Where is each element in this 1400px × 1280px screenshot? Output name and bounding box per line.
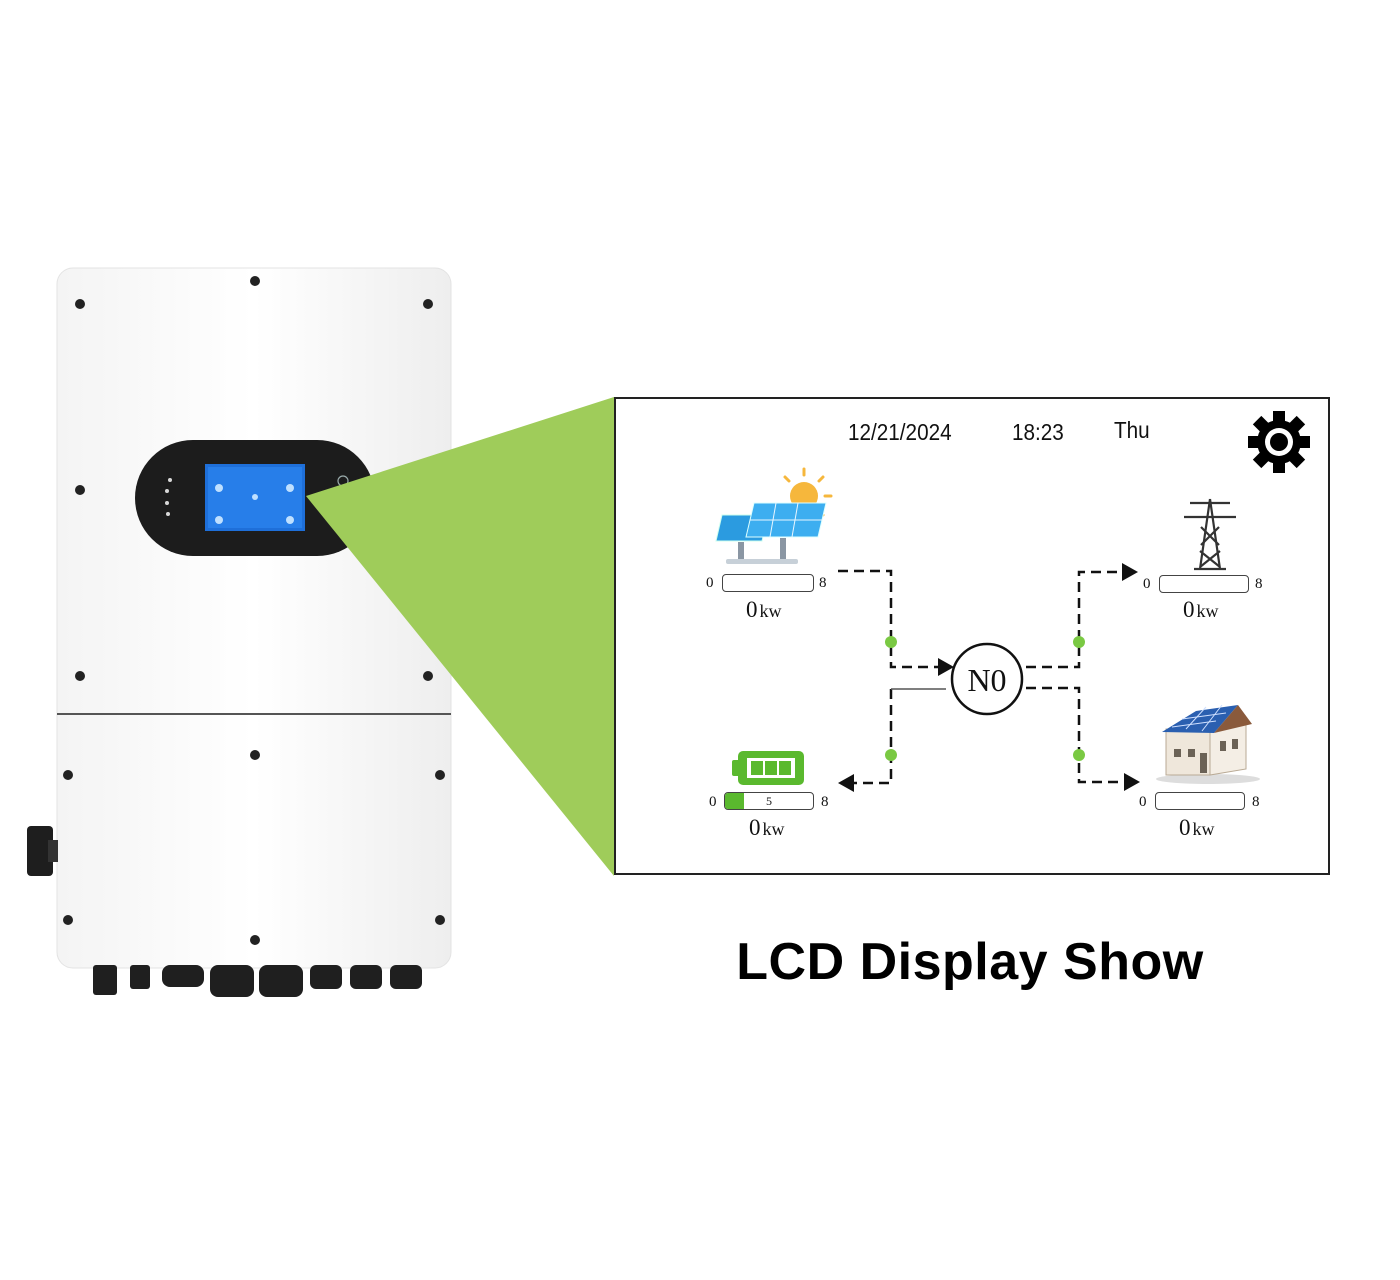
- grid-power-unit: kw: [1196, 601, 1219, 621]
- grid-tower-icon: [1184, 498, 1236, 571]
- inverter-device: [27, 267, 452, 997]
- caption-title: LCD Display Show: [736, 933, 1204, 991]
- battery-icon: [732, 751, 804, 785]
- grid-scale-min: 0: [1143, 576, 1151, 592]
- time-label: 18:23: [1012, 419, 1064, 445]
- battery-scale-max: 8: [821, 794, 829, 810]
- home-power-unit: kw: [1192, 819, 1215, 839]
- flow-node-dots: [885, 636, 1085, 761]
- pv-scale-min: 0: [706, 575, 714, 591]
- grid-power-value: 0: [1183, 597, 1195, 622]
- home-power-bar: [1155, 792, 1245, 810]
- battery-soc-label: 5: [766, 794, 772, 808]
- battery-scale-min: 0: [709, 794, 717, 810]
- pv-power-unit: kw: [759, 601, 782, 621]
- battery-soc-bar: 5: [724, 792, 814, 810]
- battery-soc-fill: [725, 793, 745, 809]
- grid-scale-max: 8: [1255, 576, 1263, 592]
- gear-icon[interactable]: [1246, 409, 1312, 475]
- solar-panel-icon: [715, 467, 833, 564]
- battery-power-value: 0: [749, 815, 761, 840]
- lcd-display: 12/21/2024 18:23 Thu: [614, 397, 1330, 875]
- grid-power-bar: [1159, 575, 1249, 593]
- battery-power-unit: kw: [762, 819, 785, 839]
- pv-power-value: 0: [746, 597, 758, 622]
- home-scale-min: 0: [1139, 794, 1147, 810]
- date-label: 12/21/2024: [848, 419, 952, 445]
- pv-scale-max: 8: [819, 575, 827, 591]
- center-label: N0: [967, 662, 1006, 698]
- center-node: [950, 642, 1024, 716]
- pv-power-bar: [722, 574, 814, 592]
- home-scale-max: 8: [1252, 794, 1260, 810]
- energy-flow-diagram: N0: [715, 467, 1260, 792]
- home-power-value: 0: [1179, 815, 1191, 840]
- day-label: Thu: [1114, 417, 1150, 443]
- house-icon: [1156, 704, 1260, 784]
